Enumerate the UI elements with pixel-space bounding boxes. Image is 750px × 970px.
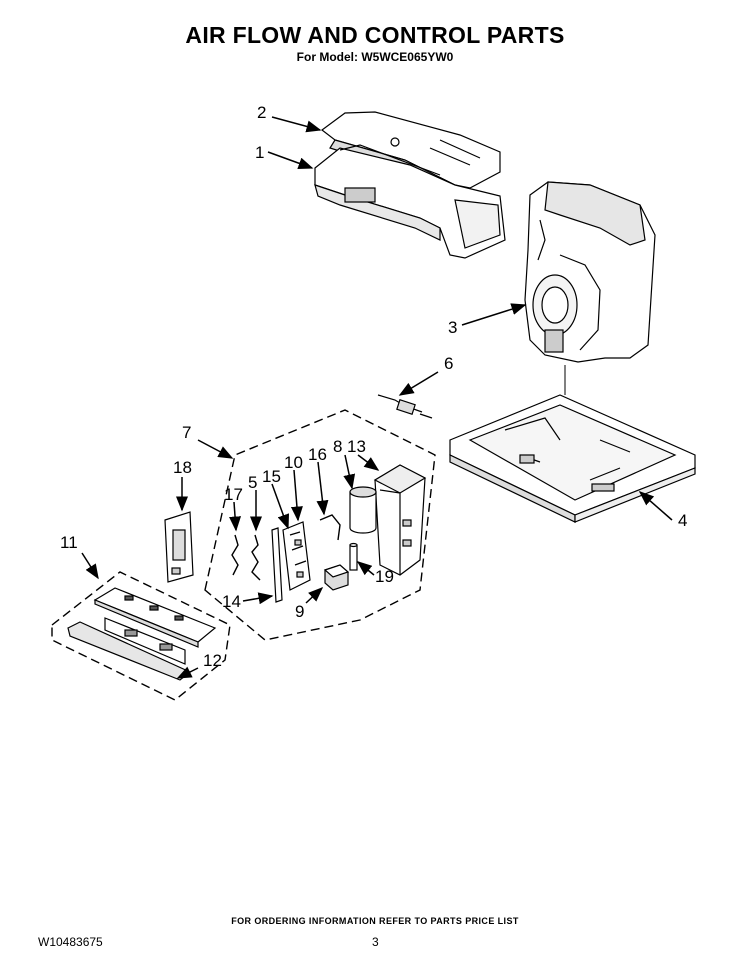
leader-lines — [81, 116, 673, 679]
callout-2: 2 — [257, 103, 266, 122]
part-9-transformer — [323, 564, 350, 591]
callout-5: 5 — [248, 473, 257, 492]
part-4-base-pan — [449, 365, 696, 523]
callout-16: 16 — [308, 445, 327, 464]
callout-7: 7 — [182, 423, 191, 442]
callout-14: 14 — [222, 592, 241, 611]
group-7-outline — [204, 409, 436, 641]
callout-12: 12 — [203, 651, 222, 670]
part-19-component — [349, 542, 358, 571]
callout-9: 9 — [295, 602, 304, 621]
model-subtitle: For Model: W5WCE065YW0 — [296, 50, 454, 64]
page-title: AIR FLOW AND CONTROL PARTS — [185, 22, 565, 48]
callout-1: 1 — [255, 143, 264, 162]
callout-8: 8 — [333, 437, 342, 456]
document-number: W10483675 — [38, 935, 103, 949]
part-16-bracket — [319, 514, 341, 541]
callout-labels: 2 1 3 4 6 7 11 12 18 17 5 15 10 16 8 13 … — [60, 103, 687, 670]
part-5-wire-harness — [251, 534, 261, 581]
page-number: 3 — [372, 935, 379, 949]
callout-6: 6 — [444, 354, 453, 373]
part-1-air-duct — [314, 144, 506, 259]
callout-13: 13 — [347, 437, 366, 456]
part-11-interface-board — [93, 587, 217, 648]
part-17-wire-harness — [231, 534, 239, 576]
callout-10: 10 — [284, 453, 303, 472]
callout-11: 11 — [60, 533, 78, 552]
callout-17: 17 — [224, 485, 243, 504]
part-12-panel-overlay — [67, 617, 192, 681]
group-11-outline — [51, 571, 231, 701]
ordering-info: FOR ORDERING INFORMATION REFER TO PARTS … — [231, 916, 519, 926]
part-13-control-box — [373, 464, 427, 576]
part-3-blower-housing — [524, 181, 656, 363]
callout-4: 4 — [678, 511, 687, 530]
part-6-sensor — [377, 394, 433, 419]
callout-3: 3 — [448, 318, 457, 337]
callout-18: 18 — [173, 458, 192, 477]
callout-15: 15 — [262, 467, 281, 486]
part-10-control-board — [282, 521, 311, 591]
part-14-board-support — [271, 527, 283, 603]
part-8-capacitor — [349, 486, 377, 534]
part-18-panel-bracket — [164, 511, 194, 583]
callout-19: 19 — [375, 567, 394, 586]
